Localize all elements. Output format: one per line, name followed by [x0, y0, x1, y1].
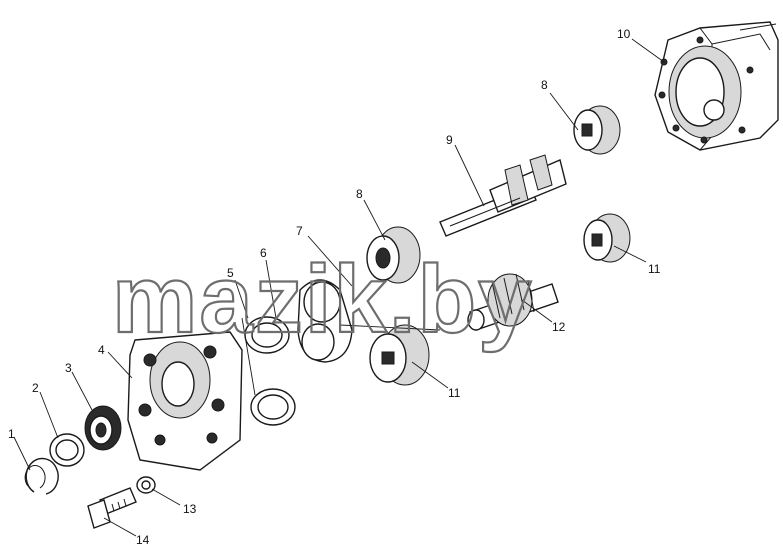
part-washer	[49, 433, 85, 467]
callout-2: 2	[32, 381, 39, 395]
callout-1: 1	[8, 427, 15, 441]
part-cover	[127, 331, 243, 471]
part-bushing-lower	[369, 324, 430, 386]
callout-9: 9	[446, 133, 453, 147]
callout-4: 4	[98, 343, 105, 357]
callout-5: 5	[227, 266, 234, 280]
part-drive-shaft	[439, 154, 567, 237]
part-seal-figure8	[297, 279, 441, 363]
part-driven-gear	[467, 273, 559, 331]
callout-13: 13	[183, 502, 197, 516]
callout-10: 10	[617, 27, 631, 41]
part-lock-washer	[136, 476, 156, 494]
part-housing	[654, 21, 779, 151]
callout-12: 12	[552, 320, 566, 334]
part-bearing	[84, 405, 122, 451]
callout-numbers: 1 2 3 4 5 6 7 8 8 9 10 11 11 12 13 14	[8, 27, 661, 547]
watermark-text: mazik.by	[112, 246, 534, 353]
part-bushing-right	[583, 213, 631, 263]
part-retaining-ring	[24, 457, 59, 495]
part-bolt	[87, 487, 137, 529]
callout-7: 7	[296, 224, 303, 238]
callout-11-lower: 11	[448, 386, 461, 400]
leader-lines	[13, 38, 665, 537]
callout-3: 3	[65, 361, 72, 375]
callout-14: 14	[136, 533, 150, 547]
part-bushing-upper	[573, 105, 621, 155]
part-bushing-middle	[366, 226, 421, 284]
callout-11-right: 11	[648, 262, 661, 276]
callout-6: 6	[260, 246, 267, 260]
callout-8-middle: 8	[356, 187, 363, 201]
callout-8-upper: 8	[541, 78, 548, 92]
part-seal-rings	[241, 316, 296, 426]
